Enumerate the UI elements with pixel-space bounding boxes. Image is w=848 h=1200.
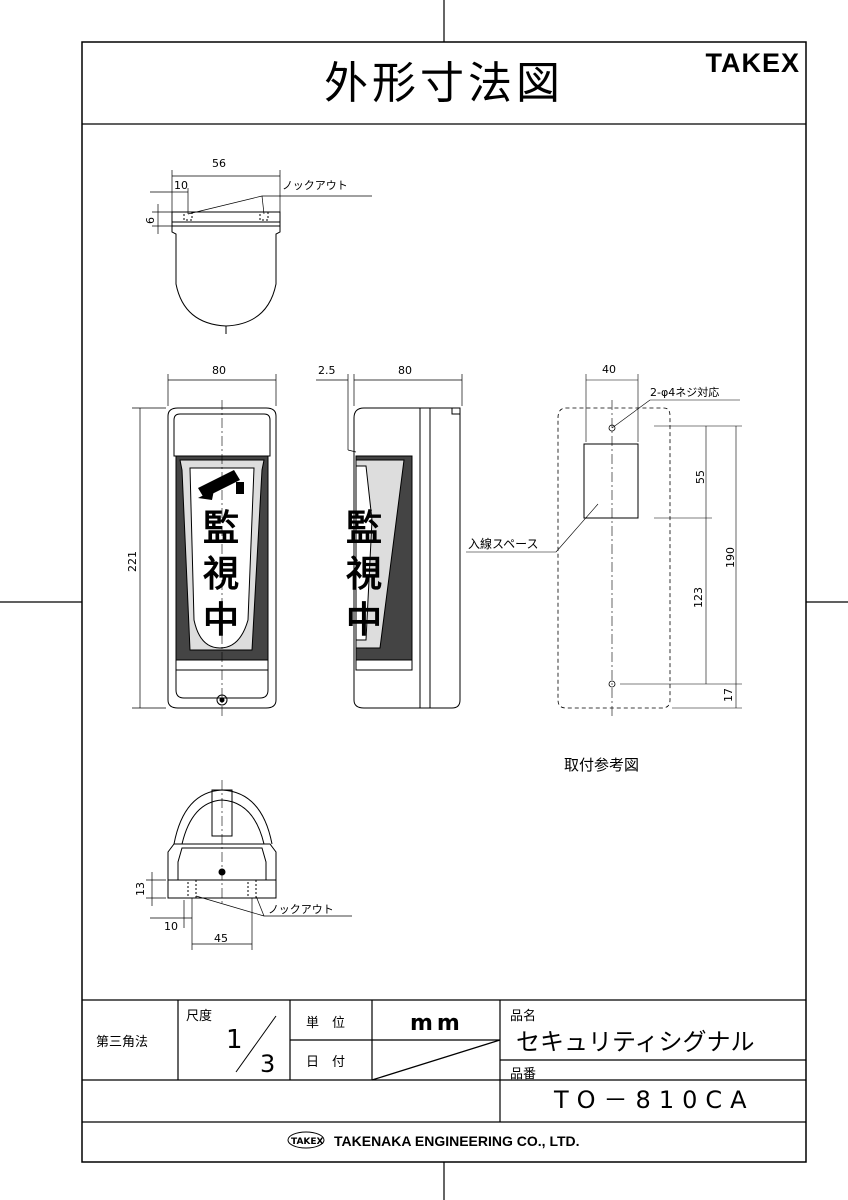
company-name: TAKENAKA ENGINEERING CO., LTD. bbox=[334, 1133, 580, 1149]
mount-dim-55: 55 bbox=[694, 470, 707, 484]
scale-numerator: 1 bbox=[226, 1025, 243, 1055]
product-name-label: 品名 bbox=[510, 1008, 536, 1024]
side-sign-char-2: 視 bbox=[346, 554, 382, 595]
company-logo: TAKEX bbox=[291, 1137, 324, 1147]
bottom-view bbox=[146, 780, 352, 950]
mounting-view bbox=[466, 374, 742, 716]
drawing-title: 外形寸法図 bbox=[324, 58, 564, 109]
mount-dim-190: 190 bbox=[724, 547, 737, 568]
top-dim-depth: 6 bbox=[144, 217, 157, 224]
mount-dim-width: 40 bbox=[602, 363, 616, 376]
product-name: セキュリティシグナル bbox=[516, 1028, 755, 1056]
product-no: TO－810CA bbox=[553, 1086, 755, 1114]
bottom-dim-height: 13 bbox=[134, 882, 147, 896]
side-dim-gap: 2.5 bbox=[318, 364, 336, 377]
sign-char-1: 監 bbox=[203, 508, 239, 549]
mount-dim-17: 17 bbox=[722, 688, 735, 702]
unit-value: mm bbox=[410, 1011, 464, 1036]
side-sign-char-3: 中 bbox=[346, 600, 382, 641]
top-view bbox=[150, 170, 372, 334]
mount-wiring-label: 入線スペース bbox=[468, 536, 539, 551]
sign-char-2: 視 bbox=[203, 554, 239, 595]
product-no-label: 品番 bbox=[510, 1067, 536, 1082]
top-knockout-label: ノックアウト bbox=[282, 179, 348, 192]
unit-label: 単 位 bbox=[306, 1015, 345, 1031]
front-view bbox=[132, 374, 277, 716]
bottom-dim-offset: 10 bbox=[164, 920, 178, 933]
top-dim-width: 56 bbox=[212, 157, 226, 170]
mount-caption: 取付参考図 bbox=[564, 756, 639, 774]
projection-label: 第三角法 bbox=[96, 1035, 148, 1050]
side-sign-char-1: 監 bbox=[346, 508, 382, 549]
scale-denominator: 3 bbox=[260, 1050, 275, 1078]
top-dim-knock-offset: 10 bbox=[174, 179, 188, 192]
drawing-border bbox=[81, 41, 807, 1163]
scale-label: 尺度 bbox=[186, 1008, 212, 1024]
side-view bbox=[316, 374, 463, 709]
bottom-dim-pitch: 45 bbox=[214, 932, 228, 945]
sign-char-3: 中 bbox=[203, 600, 239, 641]
mount-dim-123: 123 bbox=[692, 587, 705, 608]
brand-logo: TAKEX bbox=[705, 48, 800, 78]
title-block-lines bbox=[82, 999, 806, 1149]
mount-screw-label: 2-φ4ネジ対応 bbox=[650, 385, 719, 399]
camera-icon bbox=[198, 470, 244, 500]
bottom-knockout-label: ノックアウト bbox=[268, 903, 334, 916]
front-dim-height: 221 bbox=[126, 551, 139, 572]
front-dim-width: 80 bbox=[212, 364, 226, 377]
side-dim-width: 80 bbox=[398, 364, 412, 377]
date-label: 日 付 bbox=[306, 1055, 345, 1070]
